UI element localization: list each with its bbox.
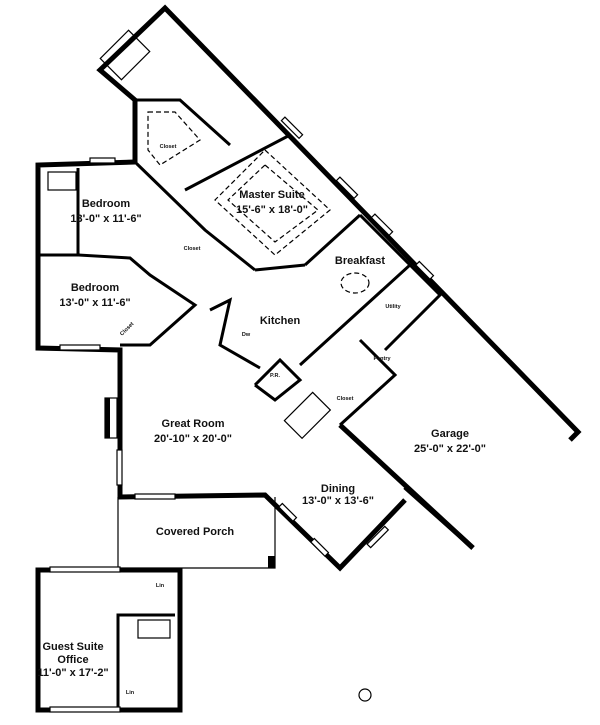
dishwasher-label: Dw [242, 332, 251, 338]
bedroom-1-label: Bedroom [82, 198, 131, 210]
small-labels: Closet Closet Closet Closet Utility Pant… [119, 144, 401, 696]
interior-walls [38, 98, 443, 710]
closet-label: Closet [337, 396, 354, 402]
porch-column [268, 556, 275, 568]
garage-dims: 25'-0" x 22'-0" [414, 443, 486, 455]
bathtub [47, 171, 77, 191]
breakfast-label: Breakfast [335, 255, 385, 267]
dining-dims: 13'-0" x 13'-6" [302, 495, 374, 507]
linen-label: Lin [126, 690, 135, 696]
windows [49, 116, 435, 713]
closet-label: Closet [119, 321, 135, 337]
dining-label: Dining [321, 483, 355, 495]
guest-suite-dims: 11'-0" x 17'-2" [37, 667, 108, 679]
stairs [283, 391, 332, 440]
bathtub [99, 29, 151, 81]
linen-label: Lin [156, 583, 165, 589]
bedroom-2-label: Bedroom [71, 282, 120, 294]
guest-office-label: Office [57, 654, 88, 666]
fixtures [47, 29, 372, 702]
ceiling-details [147, 111, 370, 294]
master-suite-label: Master Suite [239, 189, 304, 201]
great-room-label: Great Room [162, 418, 225, 430]
master-suite-dims: 15'-6" x 18'-0" [236, 204, 308, 216]
kitchen-label: Kitchen [260, 315, 301, 327]
bathtub [137, 619, 171, 639]
pantry-label: Pantry [373, 356, 391, 362]
powder-room-label: P.R. [270, 373, 280, 379]
bedroom-1-dims: 13'-0" x 11'-6" [70, 213, 141, 225]
great-room-dims: 20'-10" x 20'-0" [154, 433, 232, 445]
garage-label: Garage [431, 428, 469, 440]
closet-label: Closet [160, 144, 177, 150]
covered-porch-label: Covered Porch [156, 526, 235, 538]
room-labels: Master Suite 15'-6" x 18'-0" Breakfast B… [37, 189, 486, 679]
guest-suite-label: Guest Suite [42, 641, 103, 653]
bedroom-2-dims: 13'-0" x 11'-6" [59, 297, 130, 309]
closet-label: Closet [184, 246, 201, 252]
utility-label: Utility [385, 304, 401, 310]
